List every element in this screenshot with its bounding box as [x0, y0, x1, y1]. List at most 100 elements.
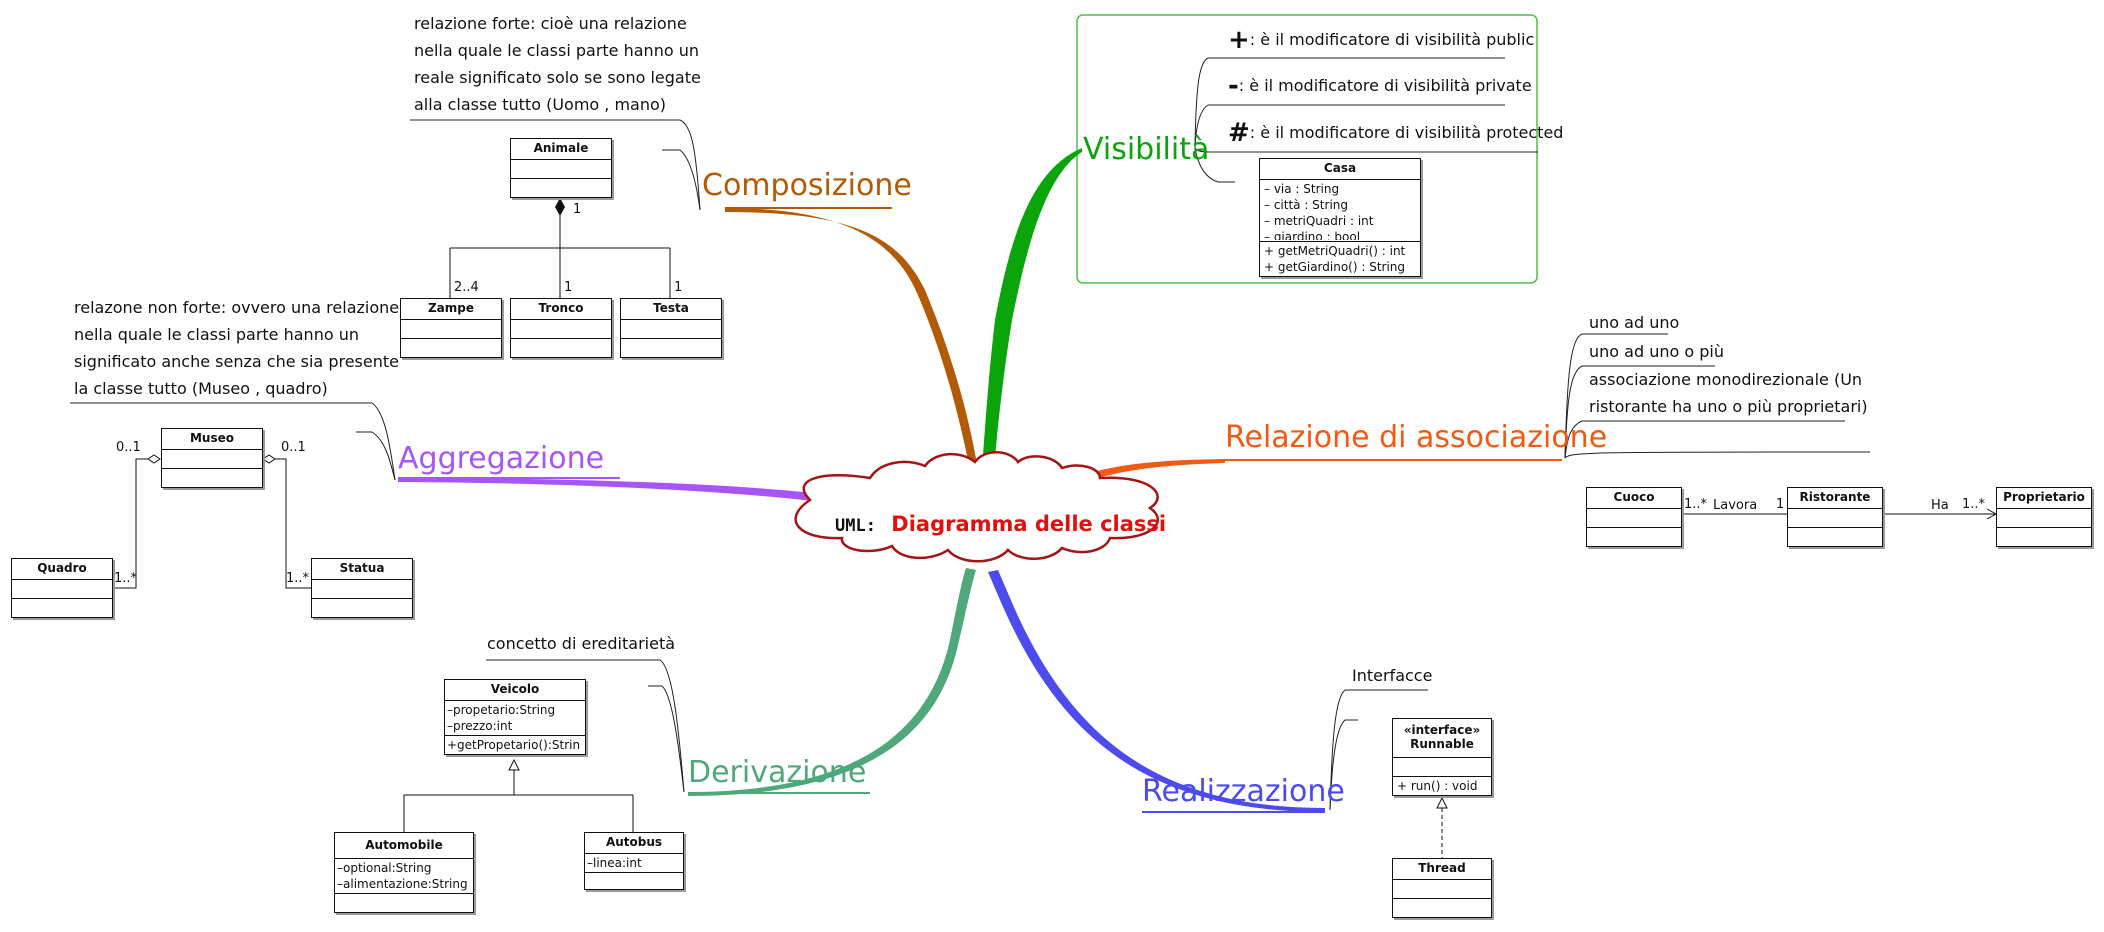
assoc-note-line: associazione monodirezionale (Un — [1589, 370, 1863, 389]
class-attributes — [1393, 880, 1491, 899]
operation-row: + getGiardino() : String — [1264, 260, 1406, 274]
central-title-text: Diagramma delle classi — [891, 512, 1167, 536]
class-autobus[interactable]: Autobus –linea:int — [584, 832, 684, 890]
interface-runnable[interactable]: «interface» Runnable + run() : void — [1392, 718, 1492, 796]
class-attributes — [1587, 509, 1681, 528]
multiplicity-label: 1..* — [114, 571, 138, 586]
visibility-item-public: +: è il modificatore di visibilità publi… — [1228, 26, 1534, 54]
visibility-text: : è il modificatore di visibilità public — [1249, 30, 1535, 49]
class-attributes — [401, 320, 501, 339]
class-casa[interactable]: Casa – via : String – città : String – m… — [1259, 158, 1421, 277]
realizzazione-note: Interfacce — [1352, 666, 1433, 685]
visibilita-frame — [1076, 14, 1538, 284]
branch-label-composizione[interactable]: Composizione — [702, 168, 912, 203]
branch-label-associazione[interactable]: Relazione di associazione — [1225, 420, 1608, 455]
multiplicity-label: 1 — [573, 202, 582, 217]
class-name: Veicolo — [445, 680, 585, 701]
multiplicity-label: 1 — [674, 280, 683, 295]
class-name: Casa — [1260, 159, 1420, 180]
branch-label-derivazione[interactable]: Derivazione — [688, 755, 867, 790]
attribute-row: – giardino : bool — [1264, 230, 1361, 240]
class-operations — [401, 339, 501, 357]
aggregation-line-statua — [275, 458, 311, 589]
class-thread[interactable]: Thread — [1392, 858, 1492, 918]
composition-diamond — [555, 198, 565, 216]
composizione-note-line: relazione forte: cioè una relazione — [414, 14, 687, 33]
aggregation-diamond-statua — [262, 454, 276, 464]
multiplicity-label: 1..* — [286, 571, 310, 586]
class-name: Autobus — [585, 833, 683, 854]
class-statua[interactable]: Statua — [311, 558, 413, 618]
attribute-row: – città : String — [1264, 198, 1348, 212]
attribute-row: –optional:String — [337, 861, 432, 875]
minus-symbol: - — [1228, 71, 1239, 101]
class-quadro[interactable]: Quadro — [11, 558, 113, 618]
visibility-item-private: -: è il modificatore di visibilità priva… — [1228, 72, 1532, 100]
class-attributes: –optional:String –alimentazione:String — [335, 859, 473, 894]
assoc-note-2: uno ad uno o più — [1589, 342, 1724, 361]
visibility-item-protected: #: è il modificatore di visibilità prote… — [1228, 119, 1563, 147]
class-attributes — [162, 450, 262, 469]
class-operations — [1788, 528, 1882, 546]
interface-stereotype: «interface» — [1403, 723, 1481, 737]
aggregazione-note-line: significato anche senza che sia presente — [74, 352, 399, 371]
multiplicity-label: 0..1 — [281, 440, 306, 455]
branch-label-aggregazione[interactable]: Aggregazione — [398, 441, 605, 476]
multiplicity-label: 0..1 — [116, 440, 141, 455]
assoc-note-line: ristorante ha uno o più proprietari) — [1589, 397, 1868, 416]
class-cuoco[interactable]: Cuoco — [1586, 487, 1682, 547]
class-operations — [1997, 528, 2091, 546]
class-name: Testa — [621, 299, 721, 320]
association-label: Ha — [1931, 498, 1949, 513]
assoc-connector-4 — [1564, 451, 1871, 459]
generalization-triangle — [508, 758, 520, 771]
class-operations — [621, 339, 721, 357]
aggregazione-note-line: nella quale le classi parte hanno un — [74, 325, 359, 344]
class-ristorante[interactable]: Ristorante — [1787, 487, 1883, 547]
class-name: Tronco — [511, 299, 611, 320]
class-operations — [511, 179, 611, 197]
class-operations — [162, 469, 262, 487]
class-veicolo[interactable]: Veicolo –propetario:String –prezzo:int +… — [444, 679, 586, 755]
class-attributes — [511, 320, 611, 339]
branch-realizzazione-stroke — [988, 570, 1325, 812]
real-diagram-connector — [1329, 719, 1358, 811]
composizione-note-connector — [410, 119, 701, 211]
central-cloud — [794, 451, 1159, 563]
composizione-diagram-connector — [662, 149, 701, 211]
multiplicity-label: 1..* — [1684, 497, 1708, 512]
multiplicity-label: 1 — [1776, 497, 1785, 512]
class-museo[interactable]: Museo — [161, 428, 263, 488]
vis-connector-curves — [1194, 57, 1235, 183]
class-name: Museo — [162, 429, 262, 450]
class-testa[interactable]: Testa — [620, 298, 722, 358]
class-name: Thread — [1393, 859, 1491, 880]
branch-aggregazione-stroke — [398, 478, 848, 505]
deriv-diagram-connector — [648, 685, 685, 793]
class-zampe[interactable]: Zampe — [400, 298, 502, 358]
assoc-connector-3 — [1564, 420, 1845, 459]
class-automobile[interactable]: Automobile –optional:String –alimentazio… — [334, 832, 474, 913]
class-operations — [1393, 899, 1491, 917]
attribute-row: –linea:int — [587, 856, 642, 870]
branch-label-visibilita[interactable]: Visibilità — [1083, 132, 1210, 167]
composizione-note: relazione forte: cioè una relazione nell… — [414, 10, 701, 118]
central-prefix: UML: — [835, 516, 876, 536]
assoc-connector-2 — [1564, 365, 1715, 459]
class-attributes — [621, 320, 721, 339]
class-name: Cuoco — [1587, 488, 1681, 509]
class-operations — [511, 339, 611, 357]
class-operations — [312, 599, 412, 617]
class-name: Statua — [312, 559, 412, 580]
class-attributes — [511, 160, 611, 179]
branch-label-realizzazione[interactable]: Realizzazione — [1142, 774, 1345, 809]
class-proprietario[interactable]: Proprietario — [1996, 487, 2092, 547]
class-name: Automobile — [335, 833, 473, 859]
aggregazione-diagram-connector — [356, 431, 396, 481]
attribute-row: –propetario:String — [447, 703, 556, 717]
operation-row: +getPropetario():Strin — [447, 738, 581, 752]
class-name: «interface» Runnable — [1393, 719, 1491, 758]
operation-row: + getMetriQuadri() : int — [1264, 244, 1406, 258]
class-animale[interactable]: Animale — [510, 138, 612, 198]
class-tronco[interactable]: Tronco — [510, 298, 612, 358]
